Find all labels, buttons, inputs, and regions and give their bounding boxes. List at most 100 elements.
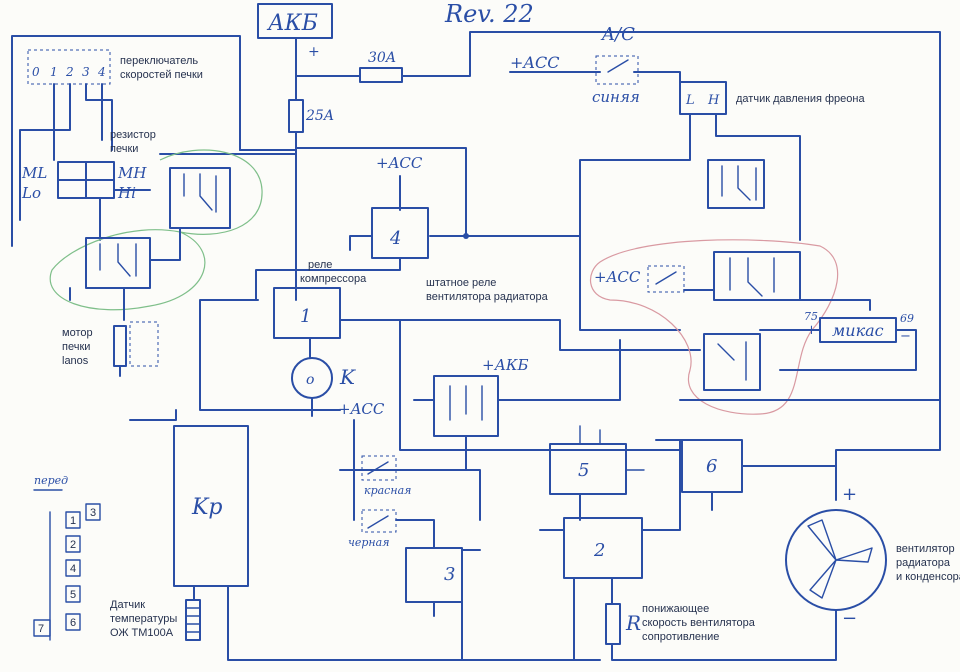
relay-3-wires: [395, 519, 481, 661]
compressor-relay-label-2: компрессора: [300, 273, 367, 285]
r4-wires: [255, 147, 467, 301]
ac-relay-contacts: [721, 165, 757, 201]
front-label: перед: [34, 474, 68, 487]
connector-edge: [33, 489, 63, 641]
pressure-wires: [579, 113, 801, 241]
mikas-label: микас: [832, 321, 884, 340]
junction-dot: [463, 233, 469, 239]
fan-relay-contacts: [449, 385, 483, 421]
mikas-relay: [713, 251, 801, 301]
mikas-pin69: 69: [900, 312, 914, 325]
battery-30a-wire: [295, 31, 941, 501]
fuse-30a: [359, 67, 403, 83]
fan-resistor-label-1: понижающее: [642, 603, 709, 615]
pressure-high: H: [707, 93, 720, 108]
mikas-plus: +: [806, 323, 817, 338]
heater-motor-dashed: [129, 321, 159, 367]
mikas-relay-b-contacts: [717, 341, 747, 381]
r1-wires: [309, 319, 701, 359]
heater-motor: [113, 325, 127, 367]
pin-6: [65, 613, 81, 631]
mikas-out-wires: [679, 329, 941, 401]
fan-return-wire: [611, 609, 837, 661]
pin-2: [65, 535, 81, 553]
fan-resistor-label-3: сопротивление: [642, 631, 719, 643]
temp-sensor-label-3: ОЖ ТМ100А: [110, 627, 174, 639]
pin-7: [33, 619, 51, 637]
heater-switch-label-2: скоростей печки: [120, 69, 203, 81]
switch-pos-1: 1: [50, 65, 58, 79]
ac-relay: [707, 159, 765, 209]
temp-sensor-thread: [185, 607, 201, 633]
resistor-label-1: резистор: [110, 129, 156, 141]
resistor-ml: ML: [21, 164, 47, 182]
temp-sensor-label-1: Датчик: [110, 599, 145, 611]
ac-wires: [509, 71, 681, 83]
mikas-pin75: 75: [804, 310, 818, 323]
fan-label-1: вентилятор: [896, 543, 955, 555]
clutch-inner: o: [306, 372, 314, 388]
mikas-relay-contacts: [729, 257, 775, 297]
pin-2-label: 2: [70, 539, 76, 551]
pin-4-label: 4: [70, 563, 76, 575]
resistor-feed-wire: [159, 149, 297, 155]
right-acc-label: +ACC: [594, 268, 641, 286]
resistor-lo: Lo: [21, 184, 41, 202]
r4-acc-label: +ACC: [376, 154, 423, 172]
heater-motor-label-3: lanos: [62, 355, 89, 367]
resistor-out-wires: [99, 189, 151, 241]
ecu-label: Kp: [191, 495, 223, 520]
relay-3-number: 3: [444, 564, 455, 585]
pin-3-label: 3: [90, 507, 96, 519]
black-switch-contact: [367, 515, 389, 529]
left-feed-wire: [11, 35, 241, 247]
right-acc-contact: [655, 271, 677, 285]
pin-5-label: 5: [70, 589, 76, 601]
heater-relay-a: [169, 167, 231, 229]
fan-plus: +: [842, 484, 857, 505]
pin-3: [85, 503, 101, 521]
relay-1-number: 1: [300, 306, 311, 327]
relay-2-wires: [539, 439, 681, 661]
ac-switch-box: [595, 55, 639, 85]
relay-2: [563, 517, 643, 579]
heater-relay-b: [85, 237, 151, 289]
temp-sensor: [185, 599, 201, 641]
pin-4: [65, 559, 81, 577]
compressor-relay-label-1: реле: [308, 259, 332, 271]
relay-5-wires: [579, 425, 645, 471]
pressure-sensor-label: датчик давления фреона: [736, 93, 865, 105]
pin-5: [65, 585, 81, 603]
fan-relay-label-2: вентилятора радиатора: [426, 291, 549, 303]
fan-relay-label-1: штатное реле: [426, 277, 496, 289]
right-acc-switch: [647, 265, 685, 293]
heater-motor-label-1: мотор: [62, 327, 93, 339]
relay-6-number: 6: [706, 456, 717, 477]
relay-5-number: 5: [578, 460, 589, 481]
pin-1: [65, 511, 81, 529]
pin-6-label: 6: [70, 617, 76, 629]
switch-wires: [19, 83, 113, 221]
heater-switch-label-1: переключатель: [120, 55, 198, 67]
switch-pos-4: 4: [97, 65, 106, 79]
switch-pos-2: 2: [65, 65, 74, 79]
fan-relay-wires: [399, 319, 681, 471]
resistor-label-2: печки: [110, 143, 138, 155]
ac-acc-label: +ACC: [510, 53, 559, 72]
red-wire-label: красная: [364, 484, 411, 497]
black-wire-label: черная: [348, 536, 389, 549]
relay-4-number: 4: [389, 228, 401, 249]
ecu-bottom-wires: [193, 585, 286, 661]
fan-relay-akb: +АКБ: [482, 356, 529, 374]
red-switch: [361, 455, 397, 481]
relay-6-wires: [579, 439, 837, 521]
ac-switch-label: A/C: [600, 24, 635, 45]
fan-resistor-symbol: R: [625, 611, 641, 635]
relay-2-number: 2: [593, 540, 605, 561]
mikas-minus: −: [900, 329, 911, 344]
switch-pos-3: 3: [82, 65, 90, 79]
temp-sensor-label-2: температуры: [110, 613, 177, 625]
battery-plus: +: [308, 44, 320, 60]
